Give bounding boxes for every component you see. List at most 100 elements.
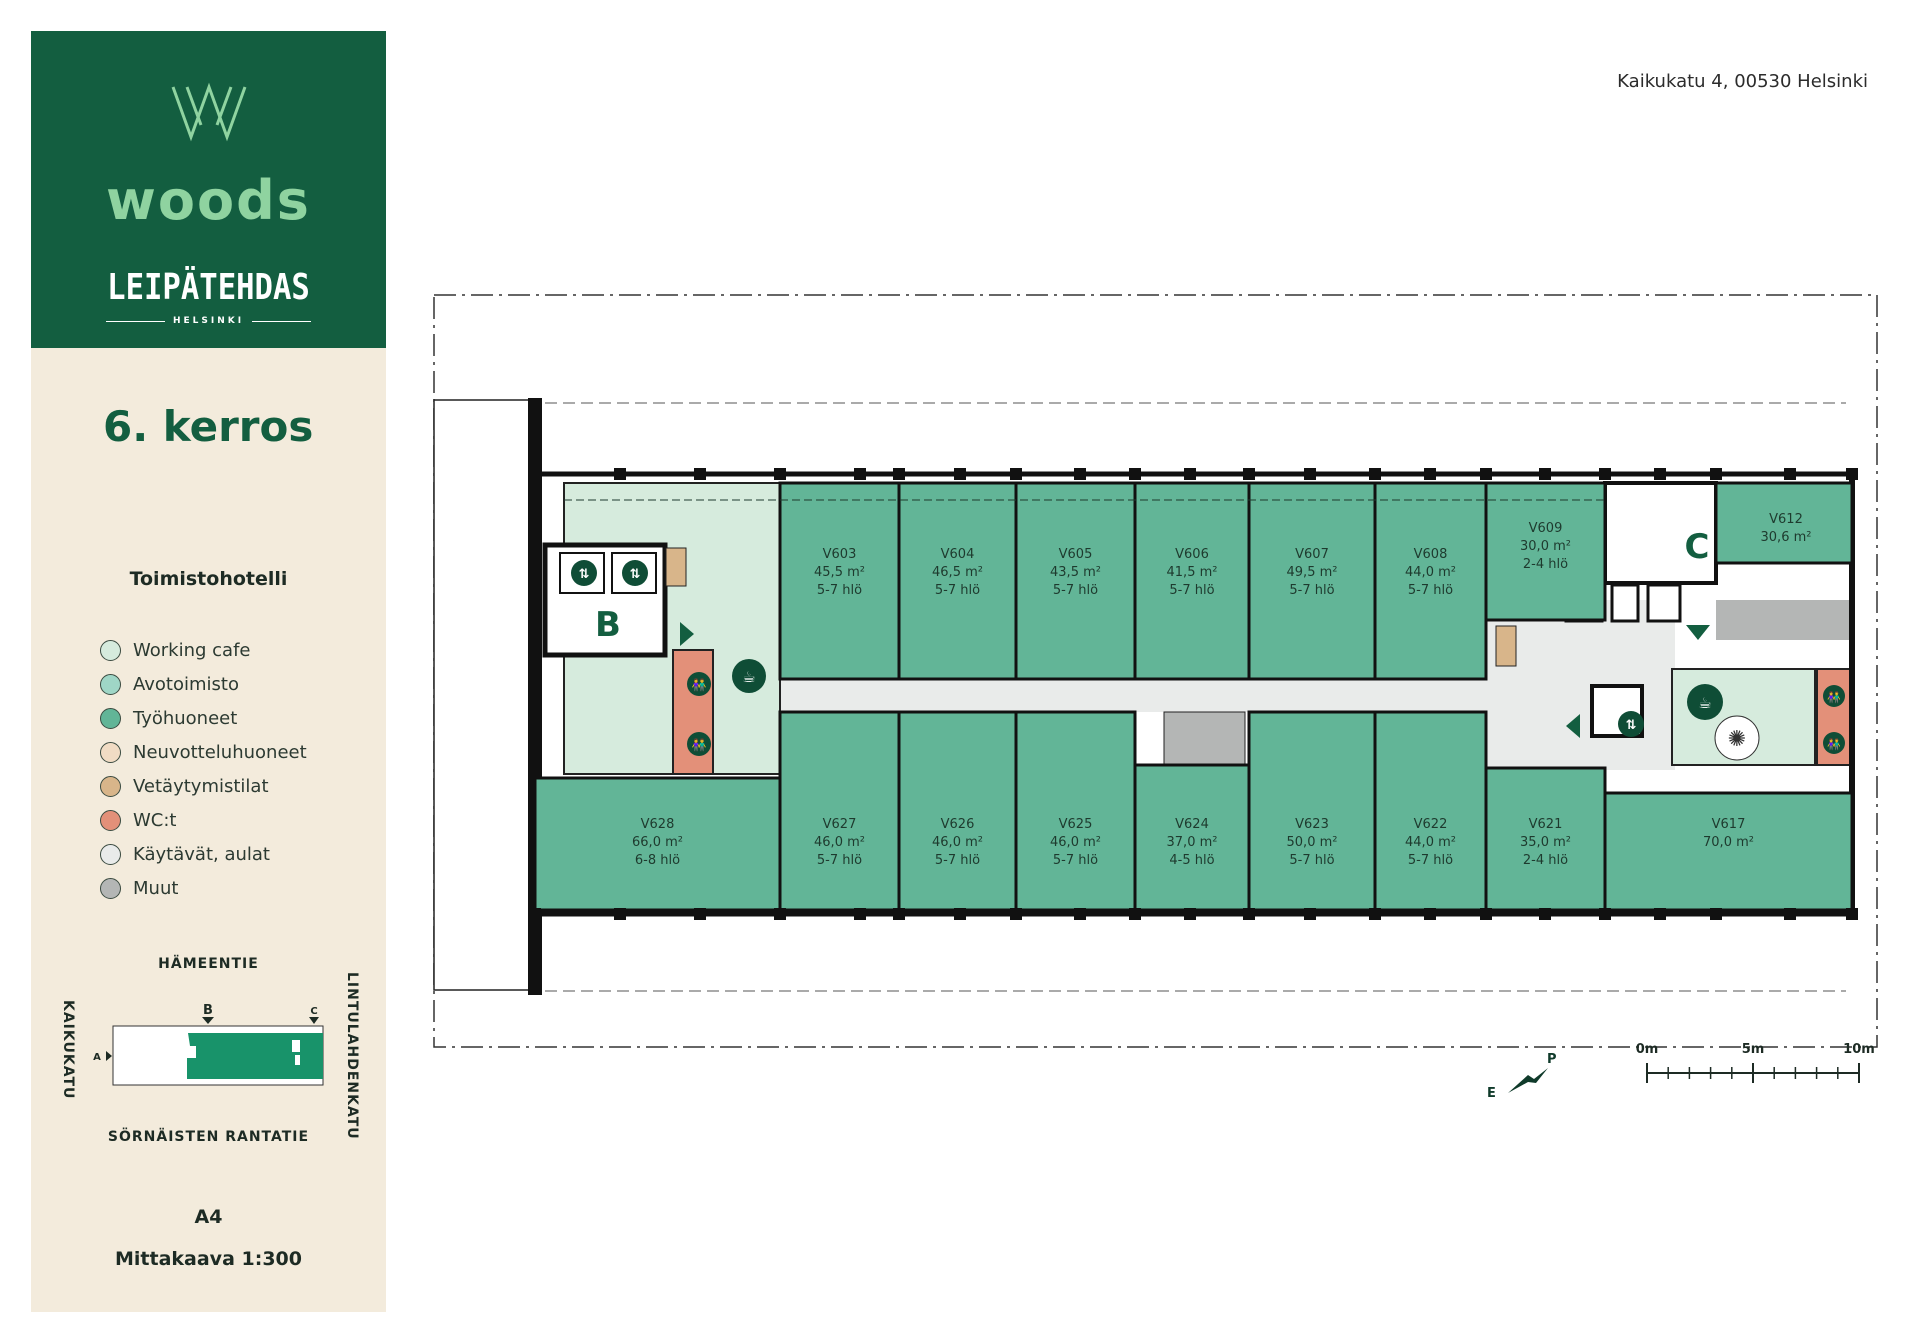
svg-text:☕: ☕	[1698, 694, 1711, 712]
room-area: 46,0 m²	[1050, 835, 1101, 850]
room-v627[interactable]	[778, 710, 901, 912]
wc-icon	[1823, 732, 1845, 754]
scale-text: Mittakaava 1:300	[115, 1248, 302, 1270]
legend-label: Neuvotteluhuoneet	[133, 741, 307, 763]
room-id: V604	[941, 547, 975, 562]
room-v628[interactable]	[533, 776, 782, 912]
legend-swatch	[100, 639, 121, 661]
room-v623[interactable]	[1247, 710, 1377, 912]
marker-a-icon	[106, 1051, 112, 1061]
room-v617[interactable]	[1603, 791, 1854, 912]
column	[1074, 468, 1086, 480]
coffee-icon	[732, 659, 766, 693]
scale-label-10: 10m	[1843, 1042, 1875, 1057]
scale-label-5: 5m	[1742, 1042, 1765, 1057]
column	[774, 908, 786, 920]
column	[1129, 468, 1141, 480]
room-area: 44,0 m²	[1405, 565, 1456, 580]
room-v604[interactable]	[897, 481, 1018, 681]
address: Kaikukatu 4, 00530 Helsinki	[1617, 71, 1868, 92]
street-south: SÖRNÄISTEN RANTATIE	[107, 1129, 310, 1145]
column	[1784, 468, 1796, 480]
column	[1424, 908, 1436, 920]
column	[1480, 468, 1492, 480]
brand-header: woods LEIPÄTEHDAS HELSINKI	[31, 31, 386, 348]
marker-c-label: C	[310, 1006, 317, 1017]
room-v622[interactable]	[1373, 710, 1488, 912]
room-v612[interactable]	[1714, 481, 1854, 565]
retreat-room	[665, 547, 687, 587]
marker-b-icon	[202, 1017, 214, 1024]
room-id: V605	[1059, 547, 1093, 562]
room-area: 46,5 m²	[932, 565, 983, 580]
room-v625[interactable]	[1014, 710, 1137, 912]
compass-south-label: E	[1487, 1086, 1496, 1101]
key-map: B C A	[93, 1003, 324, 1086]
room-v626[interactable]	[897, 710, 1018, 912]
column	[614, 908, 626, 920]
scale-bar: 0m 5m 10m	[1636, 1042, 1875, 1083]
column	[1710, 468, 1722, 480]
floor-title: 6. kerros	[103, 402, 314, 451]
room-capacity: 2-4 hlö	[1523, 557, 1568, 572]
room-capacity: 5-7 hlö	[1289, 583, 1334, 598]
room-id: V628	[641, 817, 675, 832]
legend-swatch	[100, 775, 121, 797]
legend-label: Muut	[133, 877, 179, 899]
room-area: 43,5 m²	[1050, 565, 1101, 580]
room-area: 30,6 m²	[1761, 530, 1812, 545]
legend-label: Vetäytymistilat	[133, 775, 269, 797]
column	[1074, 908, 1086, 920]
street-north: HÄMEENTIE	[158, 956, 259, 972]
room-v608[interactable]	[1373, 481, 1488, 681]
legend-item: Neuvotteluhuoneet	[100, 739, 307, 765]
svg-text:👫: 👫	[692, 738, 707, 752]
city-label: HELSINKI	[172, 316, 245, 326]
column	[1539, 468, 1551, 480]
stairwell-c	[1603, 481, 1718, 585]
column	[1129, 908, 1141, 920]
column	[854, 468, 866, 480]
legend-swatch	[100, 741, 121, 763]
legend-item: Working cafe	[100, 637, 250, 663]
retreat-room	[1495, 625, 1517, 667]
legend-label: WC:t	[133, 809, 177, 831]
compass-north-label: P	[1547, 1052, 1557, 1067]
plant-icon	[1714, 715, 1760, 761]
wc-icon	[687, 672, 711, 696]
room-id: V609	[1529, 521, 1563, 536]
room-capacity: 5-7 hlö	[817, 583, 862, 598]
column	[1184, 908, 1196, 920]
room-v606[interactable]	[1133, 481, 1251, 681]
room-v609[interactable]	[1484, 481, 1607, 622]
room-area: 66,0 m²	[632, 835, 683, 850]
legend-item: Vetäytymistilat	[100, 773, 269, 799]
column	[1424, 468, 1436, 480]
column	[1539, 908, 1551, 920]
svg-text:✺: ✺	[1728, 727, 1746, 752]
svg-text:⇅: ⇅	[630, 567, 641, 582]
entrance-b-arrow-icon	[680, 622, 694, 646]
room-id: V621	[1529, 817, 1563, 832]
project-city: HELSINKI	[106, 316, 312, 326]
legend-label: Käytävät, aulat	[133, 843, 270, 865]
legend-swatch	[100, 707, 121, 729]
column	[1784, 908, 1796, 920]
elevator-icon	[571, 560, 597, 586]
wc-icon	[687, 732, 711, 756]
column	[614, 468, 626, 480]
column	[694, 468, 706, 480]
room-v605[interactable]	[1014, 481, 1137, 681]
project-name: LEIPÄTEHDAS	[107, 267, 310, 308]
legend-swatch	[100, 843, 121, 865]
room-v603[interactable]	[778, 481, 901, 681]
room-area: 45,5 m²	[814, 565, 865, 580]
room-area: 70,0 m²	[1703, 835, 1754, 850]
room-v607[interactable]	[1247, 481, 1377, 681]
column	[694, 908, 706, 920]
legend-item: Käytävät, aulat	[100, 841, 270, 867]
room-capacity: 5-7 hlö	[1053, 583, 1098, 598]
room-id: V612	[1769, 512, 1803, 527]
brand-name: woods	[106, 169, 311, 232]
